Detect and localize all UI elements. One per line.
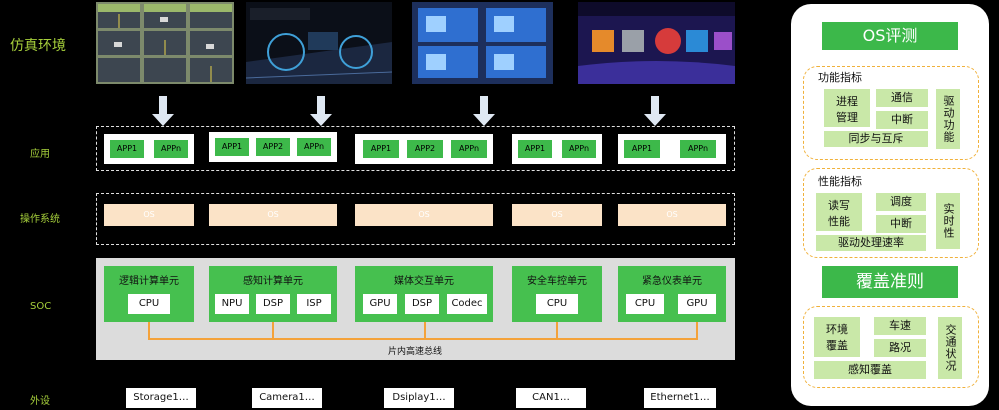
- line: 覆盖: [826, 339, 848, 352]
- periph-row-label: 外设: [30, 396, 50, 407]
- os-eval-title: OS评测: [822, 22, 958, 50]
- app-chip: APP1: [215, 138, 249, 156]
- os-eval-panel: OS评测 功能指标 进程 管理 通信 中断 同步与互斥 驱动功能 性能指标 读写…: [791, 4, 989, 406]
- sim-thumbnail-infotainment: [412, 2, 553, 84]
- peripheral: CAN1…: [516, 388, 586, 408]
- sensing-coverage: 感知覆盖: [814, 361, 926, 379]
- peripheral: Dsiplay1…: [384, 388, 454, 408]
- comm: 通信: [876, 89, 928, 107]
- app-group-3: APP1 APP2 APPn: [355, 134, 493, 164]
- app-chip: APPn: [451, 140, 487, 158]
- os-block: OS: [104, 204, 194, 226]
- scheduling: 调度: [876, 193, 926, 211]
- chip: GPU: [678, 294, 716, 314]
- chip: CPU: [128, 294, 170, 314]
- line: 环境: [826, 323, 848, 336]
- chip: ISP: [297, 294, 331, 314]
- rw-performance: 读写 性能: [816, 193, 862, 231]
- app-chip: APP1: [110, 140, 144, 158]
- unit-title: 媒体交互单元: [394, 276, 454, 287]
- sim-thumbnail-dashboard: [246, 2, 392, 84]
- unit-title: 紧急仪表单元: [642, 276, 702, 287]
- peripheral: Storage1…: [126, 388, 196, 408]
- bus-connector: [148, 322, 150, 339]
- soc-unit-logic: 逻辑计算单元 CPU: [104, 266, 194, 322]
- soc-unit-emergency: 紧急仪表单元 CPU GPU: [618, 266, 726, 322]
- app-row-label: 应用: [30, 149, 50, 160]
- line: 进程: [836, 95, 858, 108]
- func-metrics-group: 功能指标 进程 管理 通信 中断 同步与互斥 驱动功能: [803, 66, 979, 160]
- app-chip: APPn: [154, 140, 188, 158]
- os-block: OS: [512, 204, 602, 226]
- peripheral: Ethernet1…: [644, 388, 716, 408]
- os-block: OS: [209, 204, 337, 226]
- driver-speed: 驱动处理速率: [816, 235, 926, 251]
- app-chip: APPn: [680, 140, 716, 158]
- app-group-2: APP1 APP2 APPn: [209, 132, 337, 162]
- peripheral: Camera1…: [252, 388, 322, 408]
- realtime: 实时性: [936, 193, 960, 249]
- sim-thumbnail-road-grid: [96, 2, 234, 84]
- bus-connector: [424, 322, 426, 339]
- bus-connector: [272, 322, 274, 339]
- app-group-4: APP1 APPn: [512, 134, 602, 164]
- os-row-label: 操作系统: [20, 214, 60, 225]
- bus-connector: [696, 322, 698, 339]
- bus-connector: [556, 322, 558, 339]
- line: 管理: [836, 111, 858, 124]
- app-chip: APP1: [624, 140, 660, 158]
- process-mgmt: 进程 管理: [824, 89, 870, 127]
- chip: DSP: [405, 294, 439, 314]
- app-chip: APPn: [562, 140, 596, 158]
- app-group-1: APP1 APPn: [104, 134, 194, 164]
- bus-label: 片内高速总线: [387, 347, 442, 357]
- soc-row-label: SOC: [30, 301, 52, 312]
- coverage-group: 环境 覆盖 车速 路况 感知覆盖 交通状况: [803, 306, 979, 388]
- sync-mutex: 同步与互斥: [824, 131, 928, 147]
- os-layer-box: [96, 193, 735, 245]
- coverage-title: 覆盖准则: [822, 266, 958, 298]
- chip: CPU: [536, 294, 578, 314]
- os-block: OS: [355, 204, 493, 226]
- unit-title: 安全车控单元: [527, 276, 587, 287]
- line: 性能: [828, 215, 850, 228]
- app-chip: APP1: [518, 140, 552, 158]
- unit-title: 逻辑计算单元: [119, 276, 179, 287]
- perf-metrics-group: 性能指标 读写 性能 调度 中断 驱动处理速率 实时性: [803, 168, 979, 258]
- chip: NPU: [215, 294, 249, 314]
- road-condition: 路况: [874, 339, 926, 357]
- chip: Codec: [447, 294, 487, 314]
- app-chip: APP2: [256, 138, 290, 156]
- soc-unit-perception: 感知计算单元 NPU DSP ISP: [209, 266, 337, 322]
- perf-metrics-title: 性能指标: [818, 175, 862, 188]
- traffic-condition: 交通状况: [938, 317, 962, 379]
- app-chip: APP1: [363, 140, 399, 158]
- bus-line: [148, 338, 698, 340]
- app-layer-box: [96, 126, 735, 171]
- chip: CPU: [626, 294, 664, 314]
- sim-thumbnail-media-menu: [578, 2, 735, 84]
- sim-env-label: 仿真环境: [10, 38, 66, 54]
- chip: GPU: [363, 294, 397, 314]
- soc-unit-media: 媒体交互单元 GPU DSP Codec: [355, 266, 493, 322]
- soc-unit-safety: 安全车控单元 CPU: [512, 266, 602, 322]
- line: 读写: [828, 199, 850, 212]
- os-block: OS: [618, 204, 726, 226]
- speed: 车速: [874, 317, 926, 335]
- unit-title: 感知计算单元: [243, 276, 303, 287]
- chip: DSP: [256, 294, 290, 314]
- interrupt: 中断: [876, 215, 926, 233]
- app-group-5: APP1 APPn: [618, 134, 726, 164]
- app-chip: APP2: [407, 140, 443, 158]
- app-chip: APPn: [297, 138, 331, 156]
- func-metrics-title: 功能指标: [818, 71, 862, 84]
- env-coverage: 环境 覆盖: [814, 317, 860, 357]
- interrupt: 中断: [876, 111, 928, 129]
- driver-function: 驱动功能: [936, 89, 960, 149]
